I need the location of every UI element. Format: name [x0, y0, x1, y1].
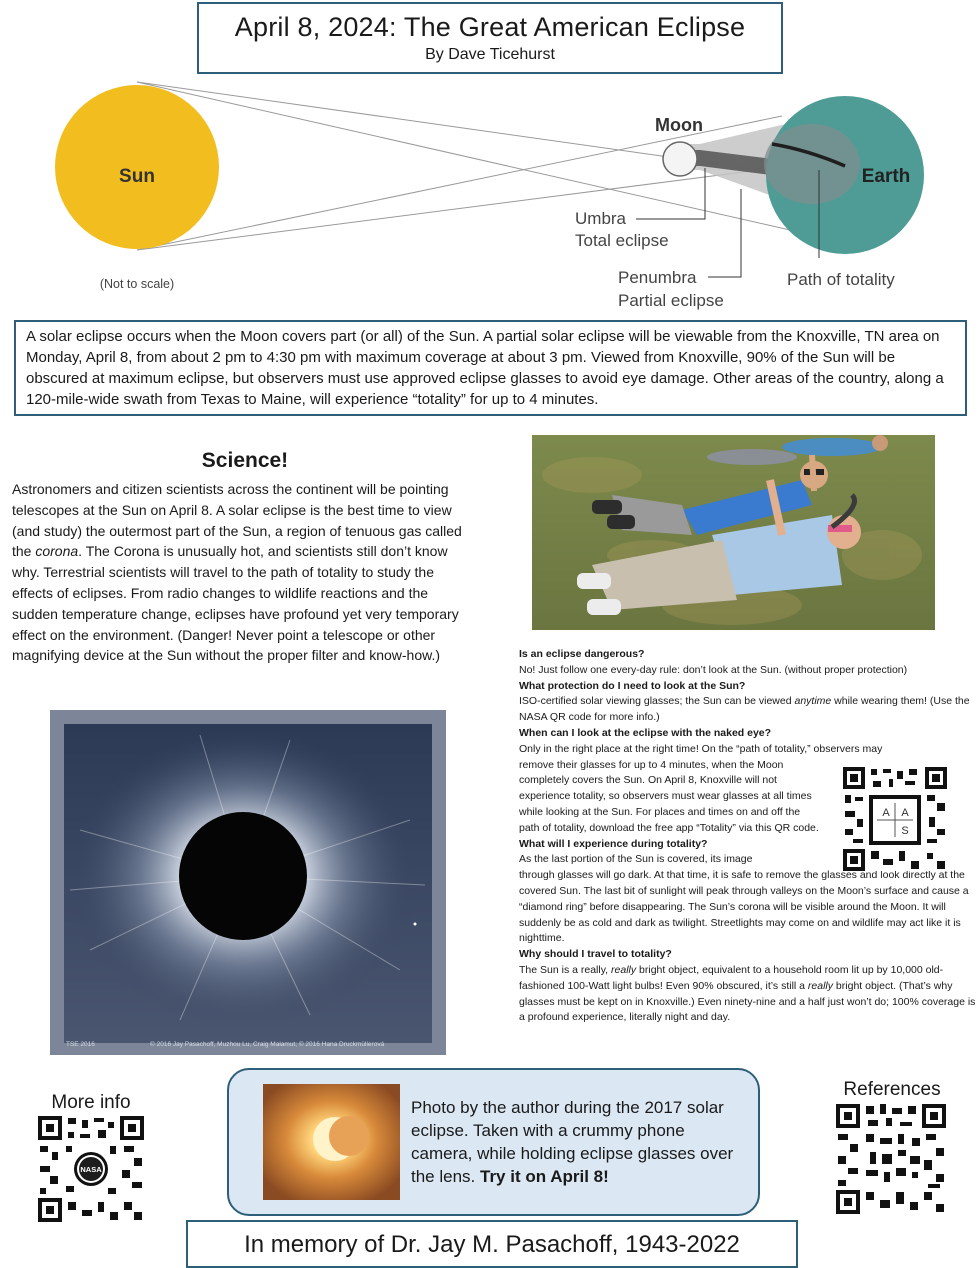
faq-question-1: Is an eclipse dangerous?	[519, 648, 645, 660]
faq-answer-5-emphasis-2: really	[807, 979, 834, 992]
earth-label: Earth	[862, 166, 911, 187]
partial-eclipse-2017-photo	[263, 1084, 400, 1200]
nasa-logo-text: NASA	[80, 1165, 102, 1174]
penumbra-label: Penumbra	[618, 268, 697, 287]
intro-text: A solar eclipse occurs when the Moon cov…	[26, 328, 944, 408]
nasa-more-info-qr-code[interactable]: NASA	[38, 1116, 144, 1222]
sun-disc	[55, 85, 219, 249]
corona-photo-tag: TSE 2016	[66, 1041, 95, 1048]
faq-answer-3-line1: Only in the right place at the right tim…	[519, 742, 883, 755]
faq-answer-5-emphasis-1: really	[611, 963, 637, 976]
science-text-part1: Astronomers and citizen scientists acros…	[12, 481, 462, 560]
memorial-box: In memory of Dr. Jay M. Pasachoff, 1943-…	[186, 1220, 798, 1268]
corona-word: corona	[35, 543, 79, 560]
corona-image: TSE 2016 © 2016 Jay Pasachoff, Muzhou Lu…	[50, 710, 446, 1055]
page-title: April 8, 2024: The Great American Eclips…	[234, 12, 746, 42]
references-qr-code[interactable]	[836, 1104, 946, 1214]
moon-silhouette	[179, 812, 307, 940]
path-of-totality-label: Path of totality	[787, 270, 895, 289]
totality-path-line	[771, 142, 846, 168]
faq-question-4: What will I experience during totality?	[519, 837, 708, 850]
eclipse-diagram: Sun (Not to scale) Earth Moon Umbra Tota…	[55, 81, 924, 310]
memorial-text: In memory of Dr. Jay M. Pasachoff, 1943-…	[244, 1231, 740, 1258]
totality-app-qr-code[interactable]: A A S	[843, 767, 947, 871]
faq-section: Is an eclipse dangerous? No! Just follow…	[519, 647, 979, 1026]
faq-answer-5-c: bright object. (That’s why glasses must …	[519, 979, 976, 1024]
penumbra-leader-line	[708, 189, 742, 278]
faq-question-3: When can I look at the eclipse with the …	[519, 726, 772, 739]
faq-answer-5: The Sun is a really, really bright objec…	[519, 963, 979, 1026]
intro-box: A solar eclipse occurs when the Moon cov…	[14, 320, 967, 416]
science-paragraph: Astronomers and citizen scientists acros…	[12, 479, 477, 666]
faq-answer-2-pre: ISO-certified solar viewing glasses; the…	[519, 695, 795, 708]
aas-letter-1: A	[882, 807, 890, 819]
photo-caption-call-to-action: Try it on April 8!	[480, 1167, 609, 1186]
faq-question-2: What protection do I need to look at the…	[519, 679, 746, 692]
faq-answer-5-b: bright object, equivalent to a household…	[519, 963, 944, 992]
faq-answer-2: ISO-certified solar viewing glasses; the…	[519, 694, 979, 726]
science-text-part2: . The Corona is unusually hot, and scien…	[12, 543, 459, 664]
umbra-label: Umbra	[575, 209, 627, 228]
earth-shadow-patch	[764, 124, 860, 204]
science-heading: Science!	[201, 449, 289, 472]
photo-caption-text: Photo by the author during the 2017 sola…	[411, 1098, 734, 1186]
faq-question-5: Why should I travel to totality?	[519, 948, 672, 961]
scale-note: (Not to scale)	[100, 277, 174, 291]
moon-label: Moon	[655, 115, 703, 135]
faq-answer-3-rest: remove their glasses for up to 4 minutes…	[519, 758, 819, 834]
people-watching-eclipse-photo	[532, 435, 935, 630]
photo-caption: Photo by the author during the 2017 sola…	[411, 1096, 741, 1188]
sun-label: Sun	[119, 166, 155, 187]
author-photo-card: Photo by the author during the 2017 sola…	[227, 1068, 760, 1216]
corona-photo-credit: © 2016 Jay Pasachoff, Muzhou Lu, Craig M…	[150, 1040, 385, 1048]
aas-letter-2: A	[901, 807, 909, 819]
umbra-leader-line	[636, 168, 706, 220]
corona-photo: TSE 2016 © 2016 Jay Pasachoff, Muzhou Lu…	[50, 710, 446, 1055]
byline: By Dave Ticehurst	[425, 46, 555, 63]
aas-letter-3: S	[901, 825, 908, 837]
moon-disc	[662, 141, 698, 177]
faq-answer-2-emphasis: anytime	[794, 695, 832, 708]
faq-answer-5-a: The Sun is a really,	[519, 963, 612, 976]
umbra-sub-label: Total eclipse	[575, 231, 669, 250]
penumbra-sub-label: Partial eclipse	[618, 291, 724, 310]
faq-answer-2-post: while wearing them! (Use the NASA QR cod…	[519, 695, 970, 724]
faq-answer-4-line1: As the last portion of the Sun is covere…	[519, 853, 753, 866]
faq-answer-1: No! Just follow one every-day rule: don’…	[519, 663, 908, 676]
references-label: References	[843, 1079, 941, 1100]
faq-answer-4-rest: through glasses will go dark. At that ti…	[519, 869, 969, 945]
header-box: April 8, 2024: The Great American Eclips…	[197, 2, 783, 74]
more-info-label: More info	[51, 1092, 131, 1113]
